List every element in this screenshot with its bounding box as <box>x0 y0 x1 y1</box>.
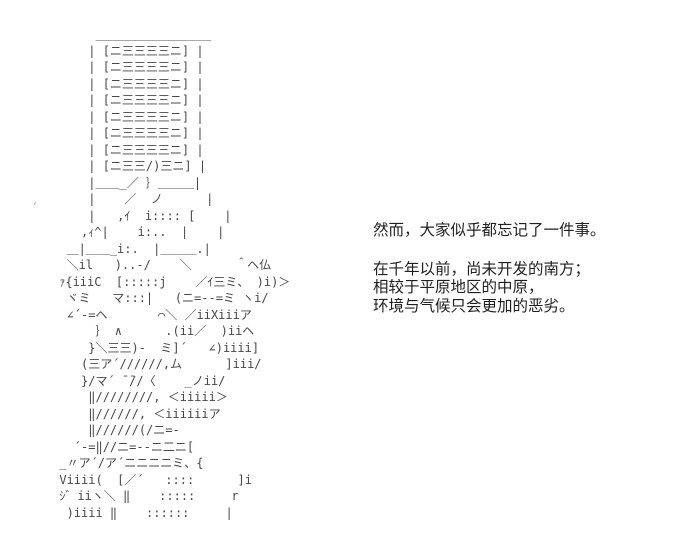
narration-line: 环境与气候只会更加的恶劣。 <box>373 296 575 315</box>
ascii-art-figure: ________________ | [ニ三三三三ニ] | | [ニ三三三三ニ]… <box>59 27 291 520</box>
narration-paragraph-1: 然而，大家似乎都忘记了一件事。 <box>373 221 606 240</box>
stray-mark: ´ <box>31 201 38 214</box>
narration-line: 然而，大家似乎都忘记了一件事。 <box>373 221 606 239</box>
narration-text-block: 然而，大家似乎都忘记了一件事。 在千年以前，尚未开发的南方； 相较于平原地区的中… <box>373 221 606 335</box>
narration-line: 相较于平原地区的中原， <box>373 278 544 296</box>
narration-line: 在千年以前，尚未开发的南方； <box>373 259 591 278</box>
narration-paragraph-2: 在千年以前，尚未开发的南方； 相较于平原地区的中原， 环境与气候只会更加的恶劣。 <box>373 260 606 316</box>
